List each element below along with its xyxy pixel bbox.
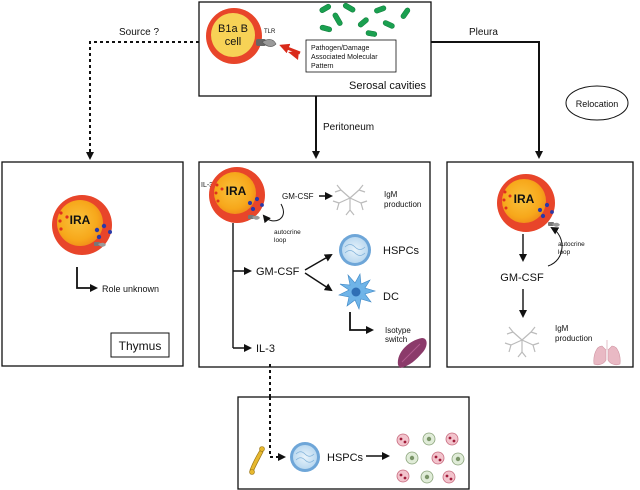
peritoneum-isotype-line1: Isotype <box>385 326 411 335</box>
peritoneum-gmcsf-small: GM-CSF <box>282 192 314 201</box>
b1a-cell-label-line2: cell <box>225 36 242 48</box>
pleura-autocrine-loop-arrow <box>547 227 563 267</box>
signal-arrow-shaft <box>279 43 301 55</box>
pleura-igm-antibody-icon <box>504 326 540 358</box>
pamp-label: Pathogen/Damage Associated Molecular Pat… <box>305 39 397 73</box>
peritoneum-gmcsf: GM-CSF <box>256 266 300 278</box>
peritoneum-tlr-icon <box>248 215 260 220</box>
pleura-tlr-icon <box>548 222 560 227</box>
tlr-receptor-icon <box>256 39 277 47</box>
thymus-label: Thymus <box>119 339 162 353</box>
relocation-badge: Relocation <box>565 85 629 121</box>
pleura-autocrine-line2: loop <box>558 249 571 256</box>
pamp-line-3: Pattern <box>311 63 334 70</box>
peritoneum-igm-line2: production <box>384 200 421 209</box>
tlr-label: TLR <box>264 29 276 35</box>
dendritic-cell-icon <box>338 273 377 310</box>
bottom-hspc-cell-icon <box>290 442 320 472</box>
role-arrow <box>76 267 98 292</box>
peritoneum-il3: IL-3 <box>256 343 275 355</box>
source-label: Source ? <box>119 27 159 38</box>
peritoneum-ira-label: IRA <box>226 184 247 198</box>
bone-icon <box>249 446 265 475</box>
pleura-gmcsf: GM-CSF <box>500 272 544 284</box>
role-unknown-label: Role unknown <box>102 284 159 294</box>
pleura-label: Pleura <box>469 27 498 38</box>
thymus-label-box <box>110 332 170 358</box>
thymus-box <box>1 161 184 367</box>
signal-arrow <box>288 51 299 60</box>
b1a-b-cell: B1a B cell <box>206 8 262 64</box>
peritoneum-igm-line1: IgM <box>384 190 398 199</box>
pleura-igm-line1: IgM <box>555 324 569 333</box>
b1a-cell-inner <box>211 13 255 57</box>
peritoneum-dc: DC <box>383 291 399 303</box>
relocation-label: Relocation <box>576 99 619 109</box>
peritoneum-label: Peritoneum <box>323 122 374 133</box>
serosal-cavities-panel: B1a B cell TLR Pathogen/Damage Associate… <box>198 1 432 97</box>
pleura-panel: IRA autocrine loop GM-CSF IgM production <box>446 161 634 368</box>
bone-marrow-panel: HSPCs <box>237 364 470 490</box>
bottom-hspcs: HSPCs <box>327 452 364 464</box>
pamp-line-2: Associated Molecular <box>311 54 378 61</box>
peritoneum-route: Peritoneum <box>312 96 374 159</box>
pleura-autocrine-line1: autocrine <box>558 241 585 248</box>
b1a-cell-label-line1: B1a B <box>218 23 248 35</box>
peritoneum-isotype-line2: switch <box>385 335 407 344</box>
thymus-ira-cell: IRA <box>52 195 112 255</box>
peritoneum-autocrine-line2: loop <box>274 237 287 244</box>
pleura-igm-line2: production <box>555 334 592 343</box>
peritoneum-il3-top: IL-3 <box>201 182 213 189</box>
thymus-panel: IRA Role unknown Thymus <box>1 161 184 367</box>
thymus-ira-label: IRA <box>70 213 91 227</box>
pleura-route: Pleura <box>431 27 543 159</box>
to-dc-arrow <box>304 272 333 292</box>
blood-cells-icon <box>396 432 465 484</box>
pleura-ira-label: IRA <box>514 192 535 206</box>
serosal-cavities-caption: Serosal cavities <box>349 80 427 92</box>
pathogen-rods-icon <box>319 2 411 37</box>
lungs-icon <box>593 340 621 366</box>
to-hspcs-arrow <box>304 254 333 271</box>
peritoneum-hspcs: HSPCs <box>383 245 420 257</box>
autocrine-loop-arrow <box>262 203 284 224</box>
peritoneum-panel: IL-3 IRA GM-CSF autocrine loop <box>198 161 431 368</box>
bottom-box <box>237 396 470 490</box>
peritoneum-ira-cell: IRA <box>209 167 265 223</box>
pamp-line-1: Pathogen/Damage <box>311 45 369 52</box>
source-route: Source ? <box>86 27 199 160</box>
isotype-arrow <box>349 312 374 334</box>
thymus-tlr-icon <box>94 242 106 247</box>
hspc-cell-icon <box>339 234 371 266</box>
pleura-box <box>446 161 634 368</box>
spleen-icon <box>397 338 427 368</box>
igm-antibody-icon <box>332 184 368 216</box>
peritoneum-autocrine-line1: autocrine <box>274 229 301 236</box>
pleura-ira-cell: IRA <box>497 174 560 232</box>
